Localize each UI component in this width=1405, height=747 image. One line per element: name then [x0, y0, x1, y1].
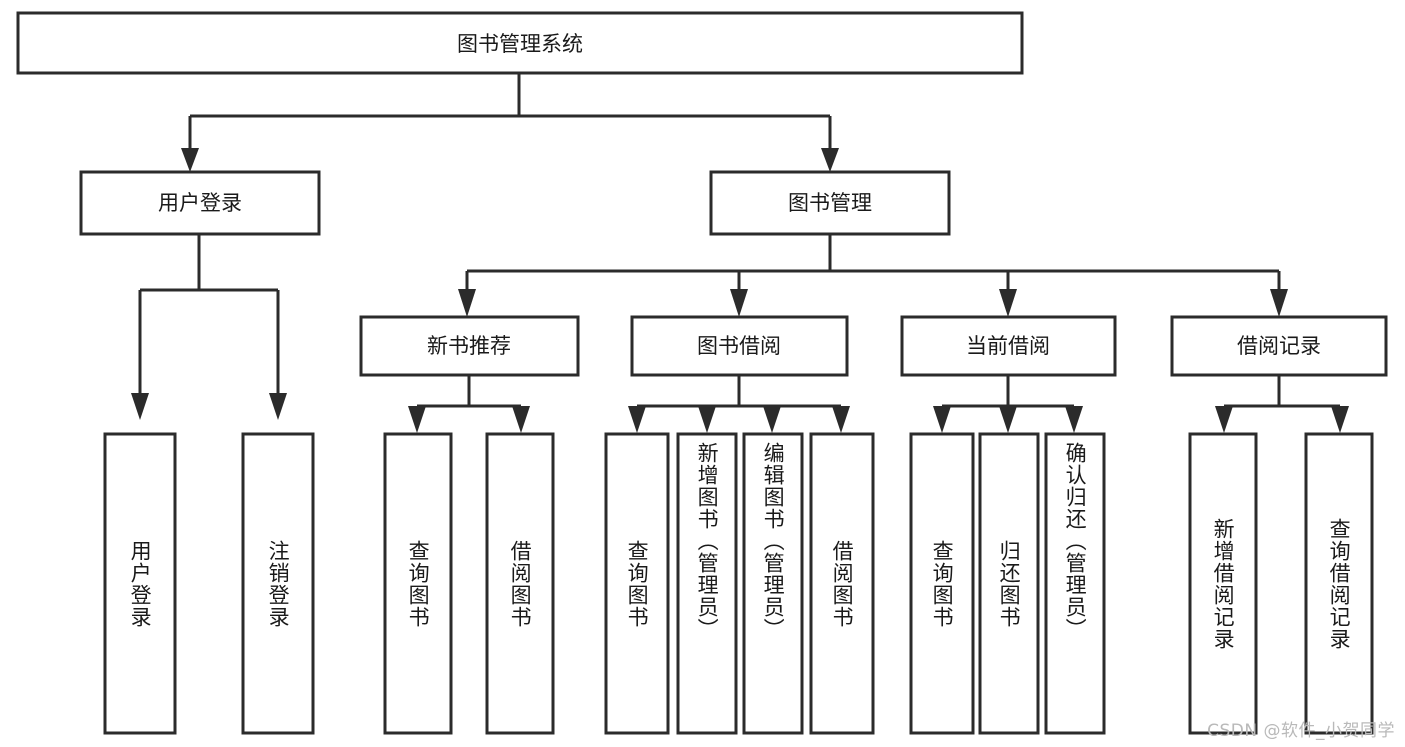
node-leaf-edit-book[interactable] [742, 432, 804, 735]
node-book-manage-label: 图书管理 [788, 191, 872, 215]
node-root-label: 图书管理系统 [457, 32, 583, 56]
arrow-leaf-add-record [1215, 406, 1233, 433]
arrow-to-user-login [181, 148, 199, 172]
node-leaf-query-book-2[interactable] [604, 432, 670, 735]
node-borrow-record-label: 借阅记录 [1237, 334, 1321, 358]
node-leaf-borrow-book-2[interactable] [809, 432, 875, 735]
node-leaf-user-login[interactable] [103, 432, 177, 735]
node-leaf-confirm-return[interactable] [1044, 432, 1106, 735]
node-new-book-rec-label: 新书推荐 [427, 334, 511, 358]
node-leaf-query-record[interactable] [1304, 432, 1374, 735]
node-leaf-query-book-3[interactable] [909, 432, 975, 735]
node-leaf-return-book[interactable] [978, 432, 1040, 735]
arrow-leaf-return-book [999, 406, 1017, 433]
arrow-leaf-user-login [131, 393, 149, 420]
arrow-leaf-borrow-book-2 [832, 406, 850, 433]
node-leaf-add-record[interactable] [1188, 432, 1258, 735]
node-borrow-record[interactable] [1170, 315, 1388, 377]
arrow-leaf-confirm-return [1065, 406, 1083, 433]
arrow-leaf-query-book-1 [408, 406, 426, 433]
node-root[interactable] [16, 11, 1024, 75]
arrow-borrow-record [1270, 289, 1288, 317]
node-user-login-label: 用户登录 [158, 191, 242, 215]
arrow-leaf-borrow-book-1 [512, 406, 530, 433]
node-user-login[interactable] [79, 170, 321, 236]
arrow-book-borrow [730, 289, 748, 317]
node-current-borrow[interactable] [900, 315, 1117, 377]
watermark-text: CSDN @软件_小贺同学 [1207, 721, 1395, 741]
arrow-leaf-add-book [698, 406, 716, 433]
arrow-leaf-query-book-3 [933, 406, 951, 433]
node-leaf-user-logout[interactable] [241, 432, 315, 735]
arrow-leaf-query-book-2 [628, 406, 646, 433]
node-leaf-add-book[interactable] [676, 432, 738, 735]
arrow-current-borrow [999, 289, 1017, 317]
arrow-leaf-user-logout [269, 393, 287, 420]
arrow-new-book-rec [458, 289, 476, 317]
node-new-book-rec[interactable] [359, 315, 580, 377]
arrow-leaf-edit-book [763, 406, 781, 433]
arrow-to-book-manage [821, 148, 839, 172]
node-leaf-borrow-book-1[interactable] [485, 432, 555, 735]
node-book-borrow[interactable] [630, 315, 849, 377]
node-book-manage[interactable] [709, 170, 951, 236]
node-current-borrow-label: 当前借阅 [966, 334, 1050, 358]
node-book-borrow-label: 图书借阅 [697, 334, 781, 358]
node-leaf-query-book-1[interactable] [383, 432, 453, 735]
arrow-leaf-query-record [1331, 406, 1349, 433]
